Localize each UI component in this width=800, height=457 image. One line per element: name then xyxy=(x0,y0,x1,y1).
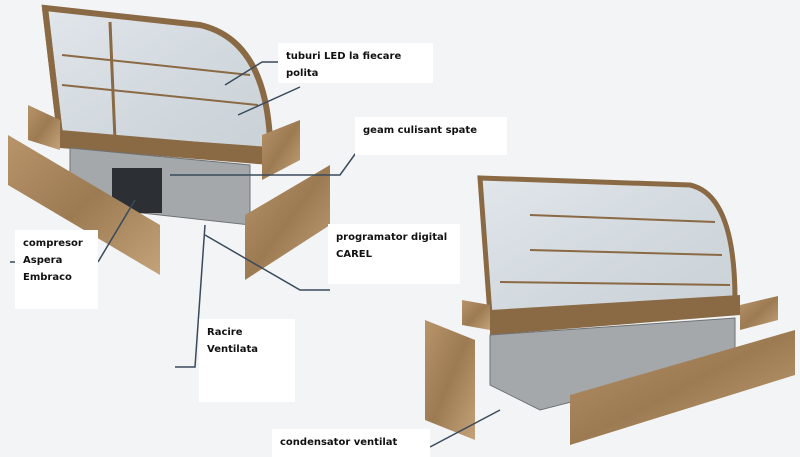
label-sliding-glass: geam culisant spate xyxy=(355,117,507,155)
display-case-left xyxy=(8,4,330,280)
label-cooling: Racire Ventilata xyxy=(199,319,295,402)
label-controller: programator digital CAREL xyxy=(328,224,460,284)
label-led-tubes: tuburi LED la fiecare polita xyxy=(278,43,433,83)
callout-lines xyxy=(10,61,501,448)
label-condenser: condensator ventilat xyxy=(272,429,430,457)
label-compressor: compresor Aspera Embraco xyxy=(15,230,98,309)
display-case-right xyxy=(425,175,795,445)
